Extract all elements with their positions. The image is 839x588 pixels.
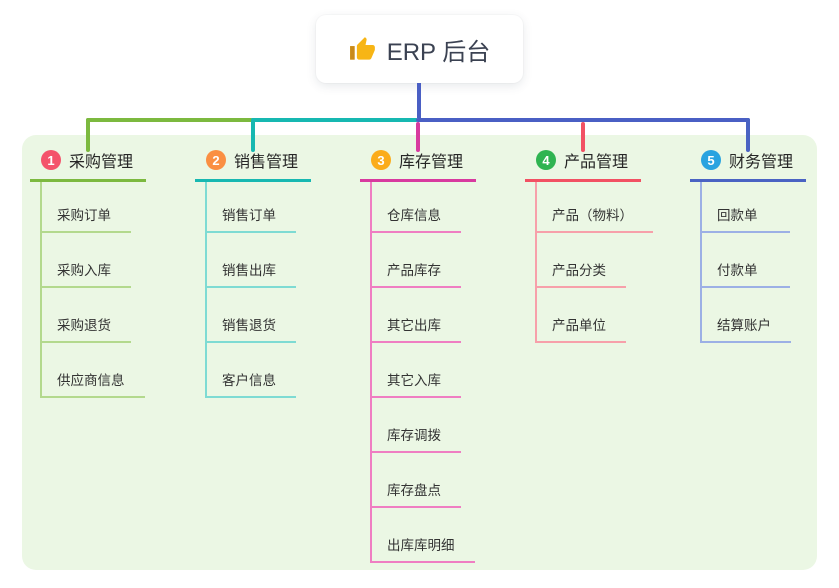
- connector-drop: [86, 118, 90, 152]
- connector-drop: [251, 118, 255, 152]
- branch-item[interactable]: 库存调拨: [372, 398, 461, 453]
- branch-number-badge: 3: [371, 150, 391, 170]
- branch-item-label: 销售订单: [222, 208, 276, 223]
- branch-item-label: 销售退货: [222, 318, 276, 333]
- branch-column: 1 采购管理 采购订单 采购入库 采购退货 供应商信息: [30, 148, 190, 398]
- root-node[interactable]: ERP 后台: [316, 15, 523, 83]
- branch-item[interactable]: 销售出库: [207, 233, 296, 288]
- connector-drop: [581, 122, 585, 152]
- branch-item[interactable]: 回款单: [702, 182, 790, 233]
- branch-column: 3 库存管理 仓库信息 产品库存 其它出库 其它入库 库存调拨 库存盘点 出库库…: [360, 148, 520, 563]
- branch-item[interactable]: 采购退货: [42, 288, 131, 343]
- connector-bus-segment: [251, 118, 418, 122]
- branch-number-badge: 2: [206, 150, 226, 170]
- branch-item-label: 库存调拨: [387, 428, 441, 443]
- branch-item[interactable]: 采购入库: [42, 233, 131, 288]
- connector-drop: [746, 118, 750, 152]
- branch-item-label: 采购退货: [57, 318, 111, 333]
- branch-items: 回款单 付款单 结算账户: [700, 182, 839, 343]
- branch-item-label: 产品库存: [387, 263, 441, 278]
- branch-label: 库存管理: [399, 154, 464, 171]
- root-title: ERP 后台: [386, 38, 491, 66]
- connector-bus-segment: [86, 118, 253, 122]
- branch-header[interactable]: 4 产品管理: [525, 148, 641, 182]
- branch-item-label: 出库库明细: [387, 538, 455, 553]
- branch-item-label: 客户信息: [222, 373, 276, 388]
- branch-item-label: 结算账户: [717, 318, 771, 333]
- branches-panel: 1 采购管理 采购订单 采购入库 采购退货 供应商信息 2 销售管理 销售订单 …: [22, 135, 817, 570]
- branch-item-label: 采购入库: [57, 263, 111, 278]
- branch-item[interactable]: 付款单: [702, 233, 790, 288]
- branch-number-badge: 4: [536, 150, 556, 170]
- branch-items: 采购订单 采购入库 采购退货 供应商信息: [40, 182, 190, 398]
- branch-item-label: 回款单: [717, 208, 758, 223]
- branch-item[interactable]: 销售订单: [207, 182, 296, 233]
- branch-item[interactable]: 销售退货: [207, 288, 296, 343]
- branch-number-badge: 1: [41, 150, 61, 170]
- branch-item[interactable]: 采购订单: [42, 182, 131, 233]
- branch-item-label: 其它入库: [387, 373, 441, 388]
- branch-item[interactable]: 产品分类: [537, 233, 626, 288]
- branch-label: 销售管理: [234, 154, 299, 171]
- branch-item[interactable]: 其它出库: [372, 288, 461, 343]
- branch-item[interactable]: 仓库信息: [372, 182, 461, 233]
- branch-item[interactable]: 客户信息: [207, 343, 296, 398]
- root-connector-line: [417, 83, 421, 118]
- branch-item[interactable]: 其它入库: [372, 343, 461, 398]
- branch-header[interactable]: 3 库存管理: [360, 148, 476, 182]
- connector-bus-segment: [416, 118, 750, 122]
- branch-item[interactable]: 产品（物料）: [537, 182, 653, 233]
- branch-items: 仓库信息 产品库存 其它出库 其它入库 库存调拨 库存盘点 出库库明细: [370, 182, 520, 563]
- branch-item-label: 销售出库: [222, 263, 276, 278]
- branch-item-label: 产品（物料）: [552, 208, 633, 223]
- branch-header[interactable]: 1 采购管理: [30, 148, 146, 182]
- branch-items: 产品（物料） 产品分类 产品单位: [535, 182, 685, 343]
- branch-column: 4 产品管理 产品（物料） 产品分类 产品单位: [525, 148, 685, 343]
- branch-column: 5 财务管理 回款单 付款单 结算账户: [690, 148, 839, 343]
- branch-item[interactable]: 产品库存: [372, 233, 461, 288]
- branch-item-label: 付款单: [717, 263, 758, 278]
- branch-item-label: 产品分类: [552, 263, 606, 278]
- branch-header[interactable]: 5 财务管理: [690, 148, 806, 182]
- branch-items: 销售订单 销售出库 销售退货 客户信息: [205, 182, 355, 398]
- branch-column: 2 销售管理 销售订单 销售出库 销售退货 客户信息: [195, 148, 355, 398]
- branch-header[interactable]: 2 销售管理: [195, 148, 311, 182]
- branch-item-label: 采购订单: [57, 208, 111, 223]
- branch-item[interactable]: 供应商信息: [42, 343, 145, 398]
- branch-label: 采购管理: [69, 154, 134, 171]
- branch-item[interactable]: 出库库明细: [372, 508, 475, 563]
- branch-item[interactable]: 结算账户: [702, 288, 791, 343]
- branch-item-label: 供应商信息: [57, 373, 125, 388]
- branch-item[interactable]: 库存盘点: [372, 453, 461, 508]
- branch-item[interactable]: 产品单位: [537, 288, 626, 343]
- branch-label: 产品管理: [564, 154, 629, 171]
- branch-number-badge: 5: [701, 150, 721, 170]
- thumbs-up-icon: [349, 36, 376, 63]
- branch-item-label: 产品单位: [552, 318, 606, 333]
- branch-item-label: 仓库信息: [387, 208, 441, 223]
- branch-item-label: 库存盘点: [387, 483, 441, 498]
- connector-drop: [416, 122, 420, 152]
- branch-item-label: 其它出库: [387, 318, 441, 333]
- branch-label: 财务管理: [729, 154, 794, 171]
